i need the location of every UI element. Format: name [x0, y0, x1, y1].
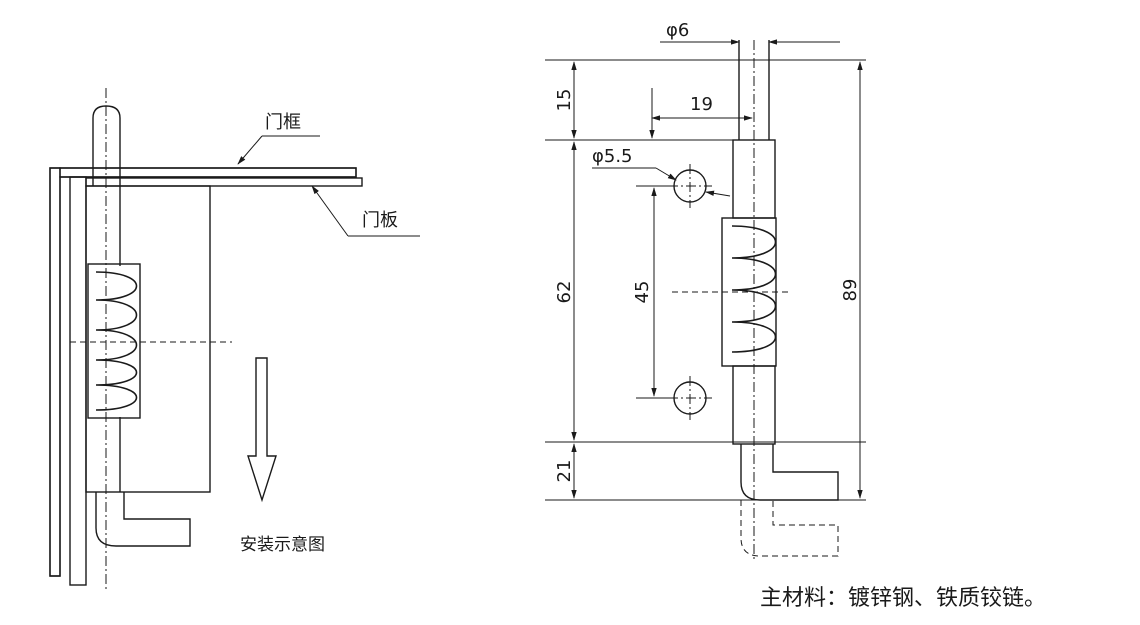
dim-hole-spacing-text: 45 — [632, 281, 653, 304]
dim-hole-offset: 19 — [649, 88, 753, 139]
spring-housing — [87, 263, 141, 419]
dim-pin-diameter: φ6 — [660, 20, 840, 45]
dim-body-length-text: 62 — [554, 281, 575, 304]
pin-top — [738, 40, 770, 560]
dim-hole-diameter-text: φ5.5 — [592, 146, 633, 167]
material-note: 主材料：镀锌钢、铁质铰链。 — [760, 586, 1046, 611]
install-direction-arrow — [247, 357, 277, 503]
dim-hole-offset-text: 19 — [690, 94, 713, 115]
dim-top-length: 15 — [554, 61, 577, 139]
dim-bend-length-text: 21 — [554, 460, 575, 483]
bent-pin — [95, 492, 191, 547]
dim-bend-length: 21 — [554, 443, 577, 499]
leader-door-panel — [311, 185, 420, 237]
spring-coil — [731, 225, 777, 353]
dim-top-length-text: 15 — [554, 89, 575, 112]
dim-hole-diameter: φ5.5 — [592, 146, 731, 197]
frame-upright — [69, 176, 87, 586]
mounting-hole-lower — [668, 376, 712, 420]
dim-hole-spacing: 45 — [632, 187, 657, 397]
bent-leg-alt — [740, 500, 839, 557]
door-frame-label: 门框 — [265, 112, 301, 133]
body-lower — [732, 365, 776, 445]
installation-view: 门框 门板 安装示意图 — [49, 88, 420, 590]
dim-body-length: 62 — [554, 141, 577, 441]
install-diagram-caption: 安装示意图 — [240, 535, 325, 555]
dim-total-length-text: 89 — [840, 279, 861, 302]
dim-pin-diameter-text: φ6 — [666, 20, 689, 41]
door-frame — [49, 167, 357, 577]
dim-total-length: 89 — [840, 61, 863, 499]
hinge-pin — [92, 88, 121, 590]
door-panel — [85, 177, 363, 493]
mounting-hole-upper — [668, 164, 712, 208]
door-panel-label: 门板 — [362, 210, 398, 231]
dimension-view: φ6 15 19 φ5.5 45 62 — [545, 20, 866, 560]
bent-leg — [740, 444, 839, 501]
extension-lines — [545, 59, 866, 501]
leader-door-frame — [237, 135, 320, 165]
